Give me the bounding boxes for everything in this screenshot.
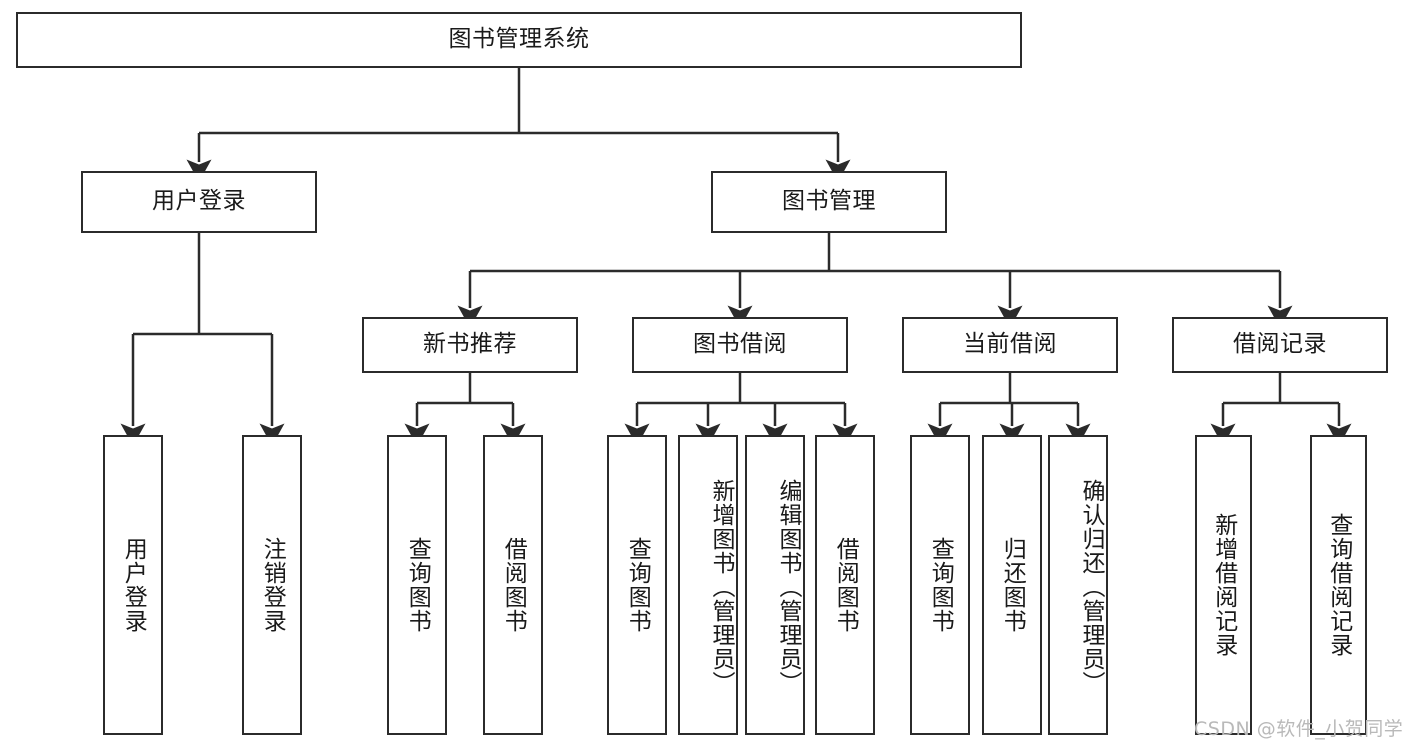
leaf-query-books-current[interactable]: 查询图书	[910, 435, 970, 735]
leaf-return-book[interactable]: 归还图书	[982, 435, 1042, 735]
leaf-add-borrow-record[interactable]: 新增借阅记录	[1195, 435, 1252, 735]
leaf-confirm-return-admin[interactable]: 确认归还（管理员）	[1048, 435, 1108, 735]
leaf-lend-book[interactable]: 借阅图书	[815, 435, 875, 735]
node-new-book-recommendation[interactable]: 新书推荐	[362, 317, 578, 373]
node-current-borrowing[interactable]: 当前借阅	[902, 317, 1118, 373]
leaf-edit-book-admin[interactable]: 编辑图书（管理员）	[745, 435, 805, 735]
node-user-login[interactable]: 用户登录	[81, 171, 317, 233]
node-book-borrowing[interactable]: 图书借阅	[632, 317, 848, 373]
leaf-borrow-books-new[interactable]: 借阅图书	[483, 435, 543, 735]
leaf-query-borrow-record[interactable]: 查询借阅记录	[1310, 435, 1367, 735]
leaf-query-books-new[interactable]: 查询图书	[387, 435, 447, 735]
leaf-query-books-borrow[interactable]: 查询图书	[607, 435, 667, 735]
node-book-management[interactable]: 图书管理	[711, 171, 947, 233]
node-root-book-management-system[interactable]: 图书管理系统	[16, 12, 1022, 68]
leaf-logout[interactable]: 注销登录	[242, 435, 302, 735]
leaf-add-book-admin[interactable]: 新增图书（管理员）	[678, 435, 738, 735]
csdn-watermark: CSDN @软件_小贺同学	[1194, 718, 1404, 740]
node-borrowing-records[interactable]: 借阅记录	[1172, 317, 1388, 373]
leaf-user-login[interactable]: 用户登录	[103, 435, 163, 735]
